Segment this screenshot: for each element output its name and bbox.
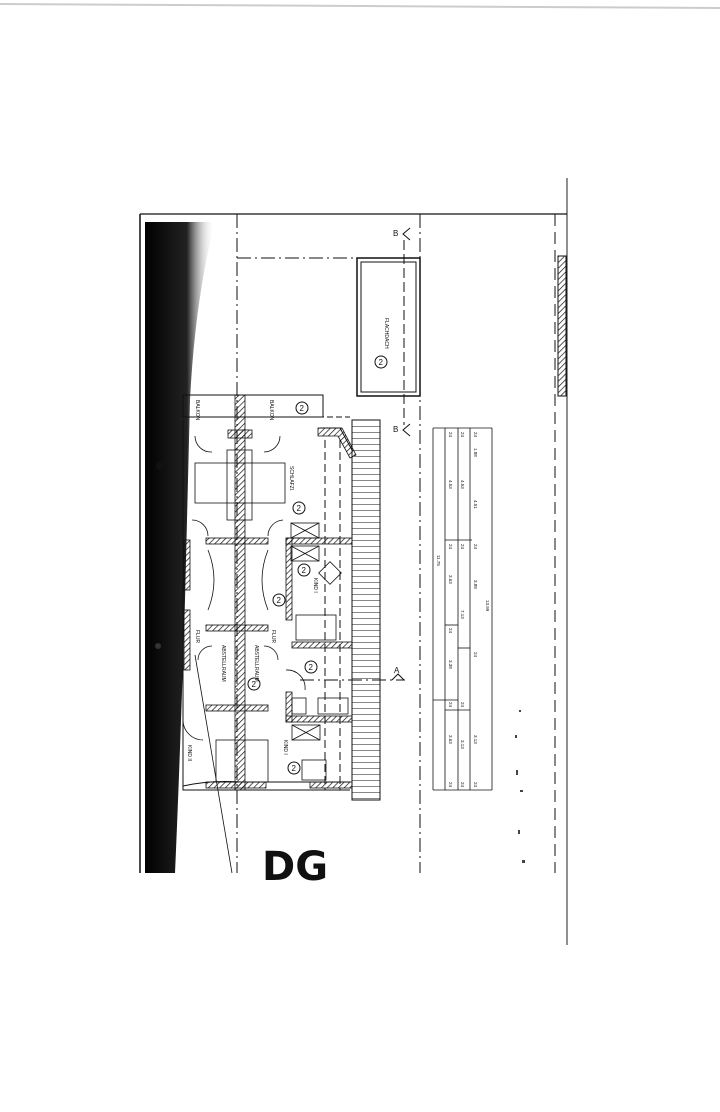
scan-noise <box>515 710 525 863</box>
scan-shadow <box>145 222 215 873</box>
svg-text:24: 24 <box>473 432 478 438</box>
svg-text:24: 24 <box>460 544 465 550</box>
walls <box>183 394 357 791</box>
room-number: 2 <box>292 764 297 773</box>
svg-text:24: 24 <box>448 782 453 788</box>
svg-text:3.13: 3.13 <box>460 740 465 749</box>
section-arrow-b-bottom <box>402 423 411 437</box>
section-arrow-b-top <box>402 227 411 241</box>
room-number-badge <box>304 660 318 674</box>
room-number-badge <box>374 355 388 369</box>
section-mark-b-bottom: B <box>393 425 398 434</box>
svg-text:24: 24 <box>460 702 465 708</box>
room-label-kind-2: KIND II <box>186 745 192 761</box>
dimension-chain <box>432 427 493 791</box>
room-number-badge <box>297 563 311 577</box>
svg-text:24: 24 <box>473 652 478 658</box>
svg-text:3.38: 3.38 <box>448 660 453 669</box>
room-label-flur-right: FLUR <box>270 630 276 643</box>
section-mark-a: A <box>394 666 400 675</box>
flachdach-outline <box>356 257 421 397</box>
room-label-schlafzimmer: SCHLAFZI. <box>288 466 294 492</box>
room-number-badge <box>295 401 309 415</box>
room-number-badge <box>247 677 261 691</box>
svg-text:1.88: 1.88 <box>473 448 478 457</box>
room-label-kind-1: KIND I <box>312 578 318 593</box>
dimension-labels: 24 4.53 24 3.63 24 3.38 24 3.63 24 24 4.… <box>436 432 490 788</box>
punch-hole <box>156 462 164 470</box>
svg-text:24: 24 <box>448 628 453 634</box>
section-arrow-a <box>391 673 405 681</box>
section-mark-b-top: B <box>393 229 398 238</box>
room-number-badge <box>292 501 306 515</box>
svg-text:3.63: 3.63 <box>448 575 453 584</box>
svg-text:4.53: 4.53 <box>448 480 453 489</box>
svg-text:3.88: 3.88 <box>473 580 478 589</box>
svg-text:24: 24 <box>473 782 478 788</box>
svg-text:24: 24 <box>460 782 465 788</box>
room-label-balkon-left: BALKON <box>194 400 200 421</box>
neighbour-wall-hatch <box>557 255 567 397</box>
svg-text:4.51: 4.51 <box>473 500 478 509</box>
svg-text:7.13: 7.13 <box>460 610 465 619</box>
svg-text:4.53: 4.53 <box>460 480 465 489</box>
svg-text:24: 24 <box>460 432 465 438</box>
building-outline <box>182 394 353 791</box>
room-number: 2 <box>277 596 282 605</box>
room-number: 2 <box>302 566 307 575</box>
room-label-flur-left: FLUR <box>194 630 200 643</box>
svg-text:3.63: 3.63 <box>448 735 453 744</box>
room-number: 2 <box>297 504 302 513</box>
room-number-badge <box>287 761 301 775</box>
floor-label-dg: DG <box>262 844 328 890</box>
room-number: 2 <box>252 680 257 689</box>
room-label-abstellraum-right: ABSTELLRAUM <box>253 645 259 682</box>
svg-text:24: 24 <box>473 544 478 550</box>
furniture <box>182 435 349 783</box>
svg-text:24: 24 <box>448 702 453 708</box>
svg-text:24: 24 <box>448 544 453 550</box>
room-number: 2 <box>300 404 305 413</box>
flachdach-label: FLACHDACH <box>383 318 389 349</box>
scan-top-edge <box>0 3 720 9</box>
room-label-balkon-right: BALKON <box>268 400 274 421</box>
svg-text:3.13: 3.13 <box>473 735 478 744</box>
room-number-badge <box>272 593 286 607</box>
svg-text:13.99: 13.99 <box>485 600 490 612</box>
svg-text:11.75: 11.75 <box>436 555 441 566</box>
room-label-abstellraum-left: ABSTELLRAUM <box>220 645 226 682</box>
svg-text:24: 24 <box>448 432 453 438</box>
punch-hole <box>155 643 161 649</box>
room-number: 2 <box>309 663 314 672</box>
room-number: 2 <box>379 358 384 367</box>
room-label-kind-3: KIND I <box>282 740 288 755</box>
roof-eaves <box>351 419 381 801</box>
